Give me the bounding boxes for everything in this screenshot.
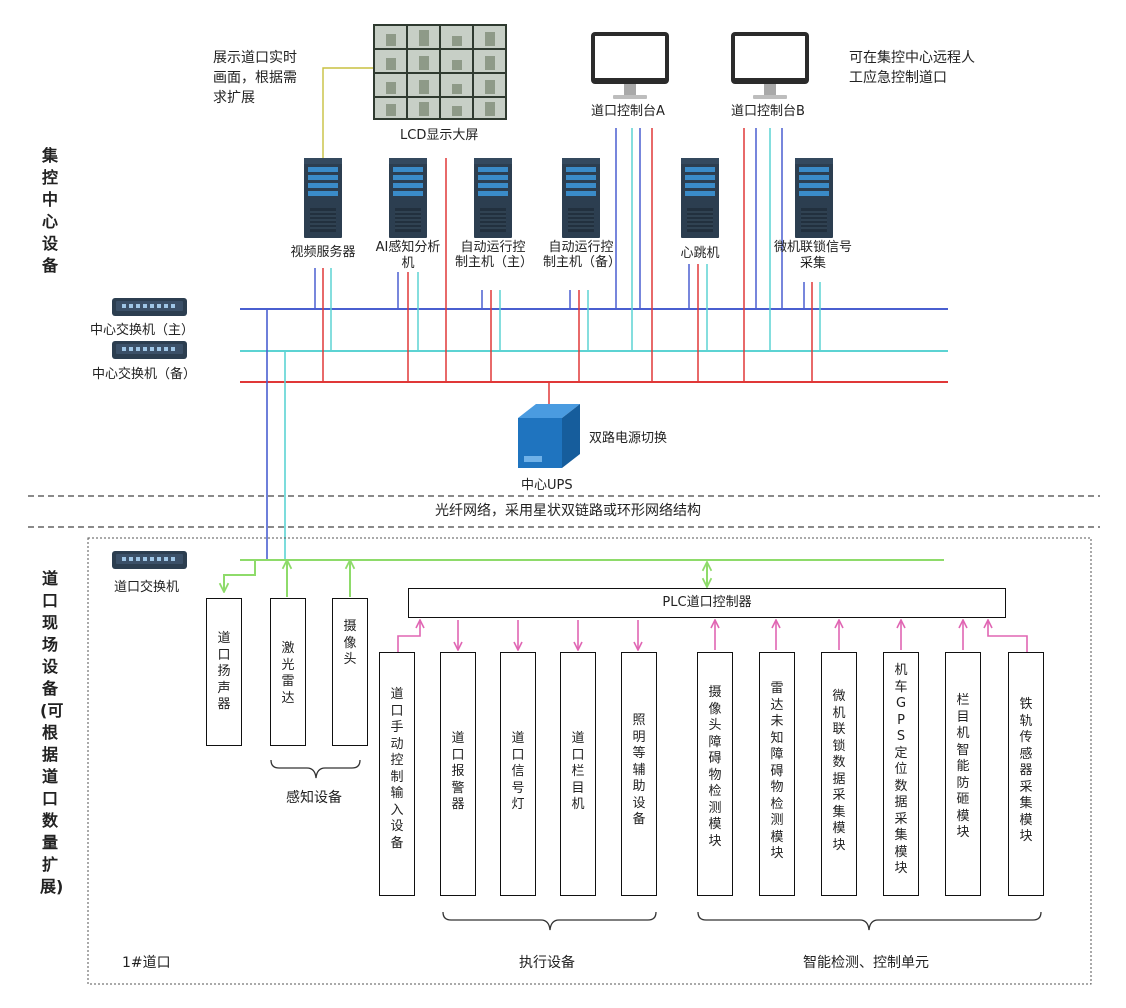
device-camera: 摄像头 (332, 598, 368, 746)
crossing-bus (224, 560, 944, 597)
heartbeat-label: 心跳机 (680, 246, 720, 261)
crossing-number-label: 1#道口 (122, 955, 171, 971)
center-switch-backup-icon (112, 341, 187, 359)
module-gps-label: 机车GPS定位数据采集模块 (894, 663, 908, 876)
device-lighting-label: 照明等辅助设备 (632, 713, 646, 827)
device-signal-light: 道口信号灯 (500, 652, 536, 896)
network-label: 光纤网络，采用星状双链路或环形网络结构 (435, 503, 701, 519)
video-server-label: 视频服务器 (290, 245, 356, 260)
device-lidar: 激光雷达 (270, 598, 306, 746)
device-speaker: 道口扬声器 (206, 598, 242, 746)
backup-host-icon (561, 157, 601, 239)
heartbeat-server-icon (680, 157, 720, 239)
device-manual-input: 道口手动控制输入设备 (379, 652, 415, 896)
module-gate-smart-label: 栏目机智能防砸模块 (956, 693, 970, 840)
module-radar-detect-label: 雷达未知障碍物检测模块 (770, 681, 784, 861)
console-a-label: 道口控制台A (591, 104, 665, 119)
uplink-lines (266, 309, 286, 560)
video-server-icon (303, 157, 343, 239)
interlock-label: 微机联锁信号采集 (773, 240, 852, 271)
display-note: 展示道口实时画面，根据需求扩展 (213, 50, 297, 106)
group-braces (270, 759, 1042, 931)
display-caption: LCD显示大屏 (400, 128, 479, 143)
device-gate: 道口栏目机 (560, 652, 596, 896)
device-gate-label: 道口栏目机 (571, 731, 585, 812)
device-lidar-label: 激光雷达 (281, 641, 295, 706)
section-center-title: 集控中心设备 (41, 146, 58, 275)
server-drop-lines (314, 128, 821, 404)
ai-server-icon (388, 157, 428, 239)
device-speaker-label: 道口扬声器 (217, 631, 231, 712)
group-smart-label: 智能检测、控制单元 (803, 955, 929, 971)
device-camera-label: 摄像头 (343, 619, 357, 667)
section-field-title: 道口现场设备(可根据道口数量扩展) (40, 569, 64, 896)
group-perception-label: 感知设备 (286, 790, 342, 806)
device-signal-light-label: 道口信号灯 (511, 731, 525, 812)
ai-server-label: AI感知分析机 (375, 240, 441, 271)
video-to-display-line (322, 67, 373, 158)
module-interlock: 微机联锁数据采集模块 (821, 652, 857, 896)
module-camera-detect: 摄像头障碍物检测模块 (697, 652, 733, 896)
console-b-label: 道口控制台B (731, 104, 805, 119)
center-switch-main-label: 中心交换机（主） (90, 323, 195, 338)
group-execution-label: 执行设备 (519, 955, 575, 971)
module-gate-smart: 栏目机智能防砸模块 (945, 652, 981, 896)
module-radar-detect: 雷达未知障碍物检测模块 (759, 652, 795, 896)
plc-controller: PLC道口控制器 (408, 588, 1006, 618)
crossing-switch-label: 道口交换机 (114, 580, 180, 595)
crossing-frame (87, 537, 1092, 985)
monitor-a-icon (591, 32, 669, 99)
plc-signal-arrows (397, 620, 1028, 652)
center-bus-lines (240, 308, 948, 383)
center-switch-main-icon (112, 298, 187, 316)
device-lighting: 照明等辅助设备 (621, 652, 657, 896)
module-interlock-label: 微机联锁数据采集模块 (832, 689, 846, 853)
crossing-switch-icon (112, 551, 187, 569)
device-alarm-label: 道口报警器 (451, 731, 465, 812)
console-note: 可在集控中心远程人工应急控制道口 (849, 50, 975, 86)
module-rail-sensor-label: 铁轨传感器采集模块 (1019, 697, 1033, 844)
lcd-display-wall (373, 24, 507, 120)
module-rail-sensor: 铁轨传感器采集模块 (1008, 652, 1044, 896)
main-host-label: 自动运行控制主机（主） (455, 240, 534, 270)
ups-note: 双路电源切换 (589, 431, 668, 446)
device-manual-input-label: 道口手动控制输入设备 (390, 687, 404, 851)
module-gps: 机车GPS定位数据采集模块 (883, 652, 919, 896)
ups-icon (518, 404, 580, 468)
center-switch-backup-label: 中心交换机（备） (92, 367, 197, 382)
ups-label: 中心UPS (521, 478, 573, 493)
interlock-server-icon (794, 157, 834, 239)
monitor-b-icon (731, 32, 809, 99)
backup-host-label: 自动运行控制主机（备） (543, 240, 622, 270)
module-camera-detect-label: 摄像头障碍物检测模块 (708, 685, 722, 849)
main-host-icon (473, 157, 513, 239)
device-alarm: 道口报警器 (440, 652, 476, 896)
